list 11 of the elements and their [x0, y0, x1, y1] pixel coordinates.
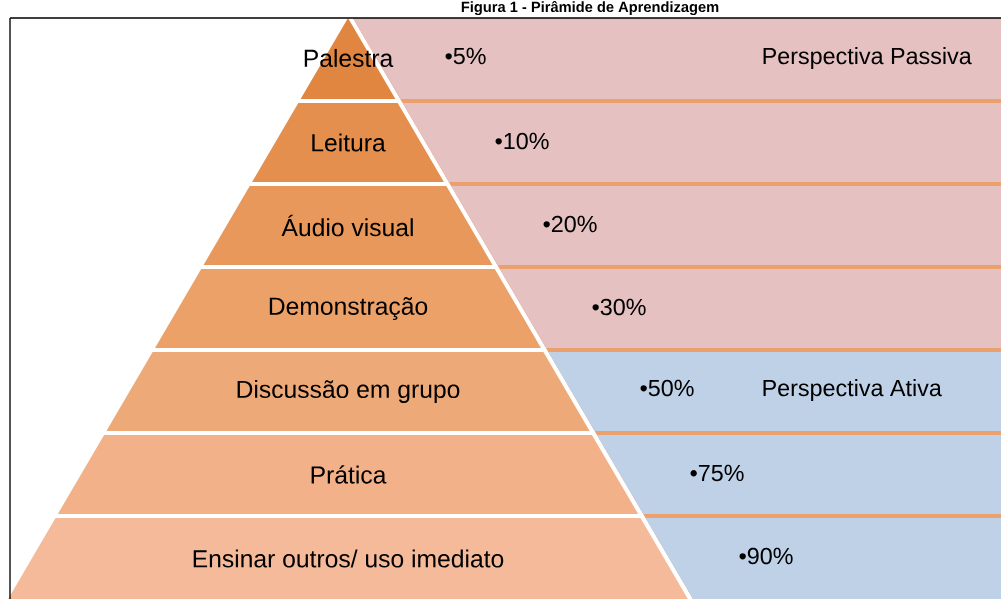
- percentage-band: •50% Perspectiva Ativa: [548, 352, 1001, 431]
- percentage-band: •30%: [499, 269, 1001, 348]
- percentage-band: •75%: [596, 435, 1001, 514]
- percentage-band: •90%: [645, 518, 1001, 599]
- title: Figura 1 - Pirâmide de Aprendizagem: [461, 1, 719, 16]
- percentage-band: •20%: [451, 186, 1001, 265]
- pyramid-level: Áudio visual: [203, 186, 493, 265]
- pyramid-level: Leitura: [252, 103, 444, 182]
- pyramid-level: Demonstração: [155, 269, 541, 348]
- pyramid-level: Prática: [57, 435, 639, 514]
- percentage-band: •10%: [402, 103, 1001, 182]
